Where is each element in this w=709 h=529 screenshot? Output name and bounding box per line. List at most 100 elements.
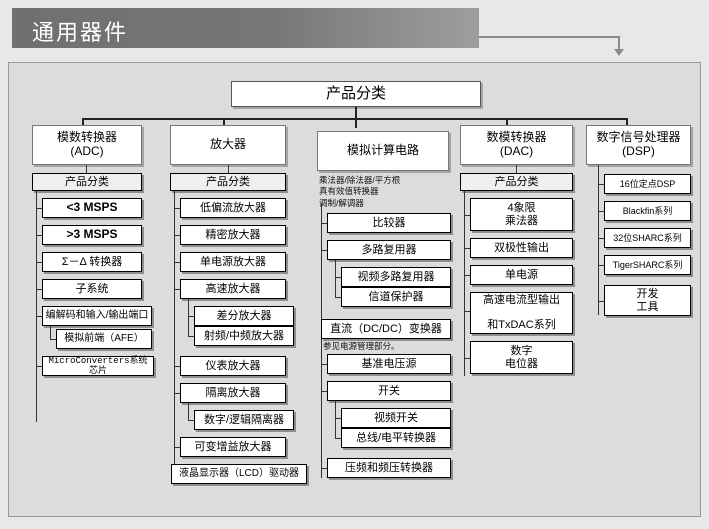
amp-item-10[interactable]: 液晶显示器（LCD）驱动器 [171, 464, 307, 484]
header-connector-arrow-icon [614, 49, 624, 56]
amp-tick-5 [188, 336, 195, 337]
category-dsp[interactable]: 数字信号处理器 (DSP) [586, 125, 691, 165]
adc-tick-6 [36, 366, 43, 367]
dac-tick-1 [464, 248, 471, 249]
dsp-tick-3 [598, 265, 605, 266]
analog-tick-0 [321, 223, 328, 224]
amp-tick-9 [174, 447, 181, 448]
amp-item-6[interactable]: 仪表放大器 [180, 356, 286, 376]
dac-item-0[interactable]: 4象限 乘法器 [470, 198, 573, 231]
analog-tick-6 [321, 391, 328, 392]
analog-subspine-6 [335, 401, 336, 438]
amp-tick-7 [174, 393, 181, 394]
amp-item-9[interactable]: 可变增益放大器 [180, 437, 286, 457]
dac-item-1[interactable]: 双极性输出 [470, 238, 573, 258]
amp-item-1[interactable]: 精密放大器 [180, 225, 286, 245]
analog-tick-9 [321, 468, 328, 469]
analog-item-6[interactable]: 开关 [327, 381, 451, 401]
dsp-item-0[interactable]: 16位定点DSP [604, 174, 691, 194]
amp-item-8[interactable]: 数字/逻辑隔离器 [194, 410, 294, 430]
adc-item-2[interactable]: Σ－Δ 转换器 [42, 252, 142, 272]
amp-tick-4 [188, 316, 195, 317]
analog-tick-1 [321, 250, 328, 251]
analog-subspine-1 [335, 260, 336, 297]
amp-subtitle[interactable]: 产品分类 [170, 173, 286, 191]
dac-subtitle[interactable]: 产品分类 [460, 173, 573, 191]
analog-spine [321, 203, 322, 478]
amp-item-5[interactable]: 射频/中频放大器 [194, 326, 294, 346]
amp-item-7[interactable]: 隔离放大器 [180, 383, 286, 403]
adc-item-6[interactable]: MicroConverters系统芯片 [42, 356, 154, 376]
analog-item-1[interactable]: 多路复用器 [327, 240, 451, 260]
dac-spine [464, 191, 465, 376]
category-adc[interactable]: 模数转换器 (ADC) [32, 125, 142, 165]
adc-subtitle[interactable]: 产品分类 [32, 173, 142, 191]
dac-tick-4 [464, 358, 471, 359]
amp-tick-6 [174, 366, 181, 367]
adc-tick-4 [36, 316, 43, 317]
analog-item-2[interactable]: 视频多路复用器 [341, 267, 451, 287]
adc-item-1[interactable]: >3 MSPS [42, 225, 142, 245]
analog-item-3[interactable]: 信道保护器 [341, 287, 451, 307]
dsp-item-4[interactable]: 开发 工具 [604, 285, 691, 316]
analog-item-8[interactable]: 总线/电平转换器 [341, 428, 451, 448]
dsp-spine [598, 165, 599, 315]
adc-item-4[interactable]: 编解码和输入/输出端口 [42, 306, 152, 326]
dsp-tick-2 [598, 238, 605, 239]
amp-tick-1 [174, 235, 181, 236]
amp-tick-0 [174, 208, 181, 209]
analog-note: 乘法器/除法器/平方根 真有效值转换器 调制/解调器 [319, 175, 401, 208]
analog-note-2: 参见电源管理部分。 [323, 341, 400, 351]
adc-stem [86, 165, 87, 175]
amp-spine [174, 191, 175, 466]
analog-item-0[interactable]: 比较器 [327, 213, 451, 233]
amp-tick-3 [174, 289, 181, 290]
dsp-item-1[interactable]: Blackfin系列 [604, 201, 691, 221]
adc-tick-0 [36, 208, 43, 209]
amp-item-3[interactable]: 高速放大器 [180, 279, 286, 299]
analog-tick-5 [321, 364, 328, 365]
dac-tick-0 [464, 215, 471, 216]
dac-item-2[interactable]: 单电源 [470, 265, 573, 285]
branch-drop-dac [506, 118, 508, 128]
adc-item-0[interactable]: <3 MSPS [42, 198, 142, 218]
adc-item-3[interactable]: 子系统 [42, 279, 142, 299]
analog-tick-2 [335, 277, 342, 278]
dac-item-4[interactable]: 数字 电位器 [470, 341, 573, 374]
root-node-product-classification[interactable]: 产品分类 [231, 81, 481, 107]
analog-item-5[interactable]: 基准电压源 [327, 354, 451, 374]
amp-subspine-3 [188, 299, 189, 336]
adc-spine [36, 191, 37, 422]
amp-item-4[interactable]: 差分放大器 [194, 306, 294, 326]
branch-drop-dsp [626, 118, 628, 128]
analog-item-7[interactable]: 视频开关 [341, 408, 451, 428]
category-amp[interactable]: 放大器 [170, 125, 286, 165]
header-banner: 通用器件 [12, 8, 479, 48]
category-analog[interactable]: 模拟计算电路 [317, 131, 449, 171]
amp-tick-8 [188, 420, 195, 421]
header-connector-vertical [618, 36, 620, 51]
dac-item-3[interactable]: 高速电流型输出 和TxDAC系列 [470, 292, 573, 334]
diagram-panel: 产品分类 模数转换器 (ADC) 产品分类 <3 MSPS >3 MSPS Σ－… [8, 62, 701, 517]
adc-tick-3 [36, 289, 43, 290]
amp-item-2[interactable]: 单电源放大器 [180, 252, 286, 272]
header-connector-horizontal [479, 36, 619, 38]
dsp-item-3[interactable]: TigerSHARC系列 [604, 255, 691, 275]
dsp-tick-4 [598, 301, 605, 302]
analog-item-4[interactable]: 直流（DC/DC）变换器 [321, 319, 451, 339]
analog-item-9[interactable]: 压频和频压转换器 [327, 458, 451, 478]
root-stem [355, 107, 357, 118]
dsp-item-2[interactable]: 32位SHARC系列 [604, 228, 691, 248]
amp-stem [228, 165, 229, 175]
adc-item-5[interactable]: 模拟前端（AFE） [56, 329, 152, 349]
adc-tick-1 [36, 235, 43, 236]
amp-item-0[interactable]: 低偏流放大器 [180, 198, 286, 218]
category-dac[interactable]: 数模转换器 (DAC) [460, 125, 573, 165]
analog-tick-8 [335, 438, 342, 439]
dac-stem [516, 165, 517, 175]
dsp-tick-0 [598, 184, 605, 185]
page-title: 通用器件 [32, 20, 129, 45]
amp-subspine-7 [188, 403, 189, 420]
dac-tick-2 [464, 275, 471, 276]
branch-drop-adc [82, 118, 84, 128]
